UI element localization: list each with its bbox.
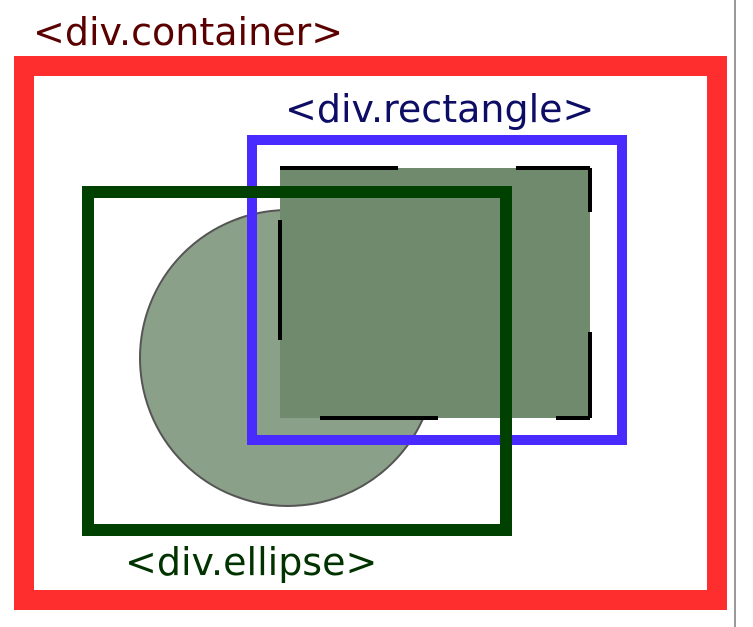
container-label: <div.container> xyxy=(33,10,343,54)
rectangle-shape xyxy=(280,168,590,418)
ellipse-label: <div.ellipse> xyxy=(125,540,377,584)
container-box xyxy=(14,56,727,610)
rectangle-label: <div.rectangle> xyxy=(285,87,594,131)
rectangle-box xyxy=(247,135,627,445)
dashed-outline-marks xyxy=(278,166,592,420)
ellipse-box xyxy=(82,186,512,536)
